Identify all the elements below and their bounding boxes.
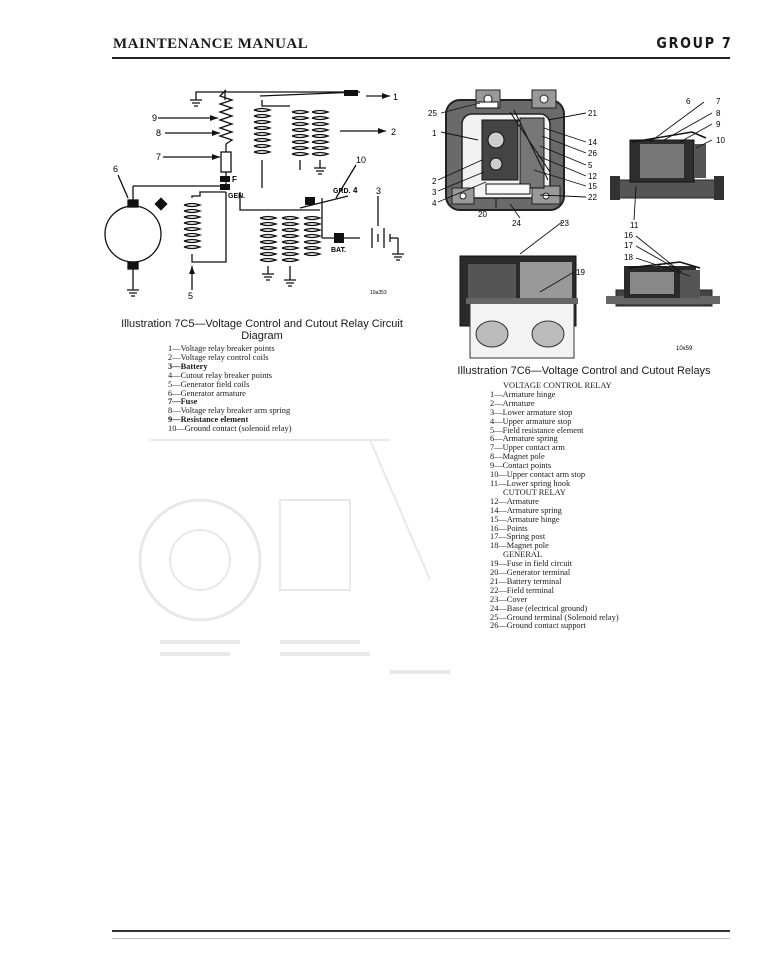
callout-r11: 11 [630,221,639,230]
right-legend-heading: VOLTAGE CONTROL RELAY [503,381,612,390]
callout-r15: 15 [588,182,597,191]
manual-title: MAINTENANCE MANUAL [113,36,309,52]
callout-4: 4 [353,186,358,195]
left-legend-item: 3—Battery [168,361,208,371]
right-legend-item: 5—Field resistance element [490,425,584,435]
relay-cover-view [459,255,578,359]
group-number: GROUP 7 [655,34,732,52]
callout-r20: 20 [478,210,487,219]
right-legend-item: 14—Armature spring [490,505,562,515]
callout-r1: 1 [432,129,437,138]
callout-5: 5 [188,291,193,301]
callout-r24: 24 [512,219,521,228]
right-legend-item: 23—Cover [490,594,528,604]
bat-terminal-label: BAT. [331,247,346,254]
footer-rule-thin [112,938,730,939]
callout-r23: 23 [560,219,569,228]
left-legend-item: 6—Generator armature [168,388,246,398]
right-caption: Illustration 7C6—Voltage Control and Cut… [457,365,711,377]
callout-r21: 21 [588,109,597,118]
callout-r9: 9 [716,120,721,129]
callout-r5: 5 [588,161,593,170]
callout-r14: 14 [588,138,597,147]
figure-code-right: 10x59 [676,346,693,352]
callout-8: 8 [156,128,161,138]
footer-rule [112,930,730,932]
right-legend-item: 15—Armature hinge [490,514,560,524]
callout-r18: 18 [624,253,633,262]
right-legend-item: 6—Armature spring [490,434,558,444]
right-legend-item: 12—Armature [490,496,539,506]
right-legend-item: 21—Battery terminal [490,576,562,586]
callout-r3: 3 [432,188,437,197]
callout-r2: 2 [432,177,437,186]
relay-photos: 25 1 2 3 4 21 14 26 5 12 15 22 20 24 23 … [428,89,725,359]
right-legend-item: 17—Spring post [490,532,546,542]
callout-r16: 16 [624,231,633,240]
callout-9: 9 [152,113,157,123]
callout-3: 3 [376,186,381,196]
grd-terminal-label: GRD. [333,188,351,195]
callout-r26: 26 [588,149,597,158]
right-legend-item: 22—Field terminal [490,585,554,595]
left-legend-item: 1—Voltage relay breaker points [168,344,275,353]
callout-10: 10 [356,155,366,165]
right-legend-item: 3—Lower armature stop [490,407,573,417]
callout-r22: 22 [588,193,597,202]
right-legend-item: 24—Base (electrical ground) [490,603,588,613]
callout-r19: 19 [576,268,585,277]
right-legend-item: 26—Ground contact support [490,621,586,631]
right-legend-item: 20—Generator terminal [490,568,571,578]
left-legend-item: 8—Voltage relay breaker arm spring [168,406,291,416]
right-legend-heading: CUTOUT RELAY [503,487,566,497]
relay-side-view-1 [610,131,724,200]
right-legend-item: 10—Upper contact arm stop [490,470,586,480]
right-legend-item: 11—Lower spring hook [490,478,571,488]
right-legend-item: 1—Armature hinge [490,389,556,399]
field-terminal-label: F [232,175,237,184]
left-legend-item: 4—Cutout relay breaker points [168,370,272,380]
right-legend-item: 9—Contact points [490,461,552,471]
right-legend-item: 2—Armature [490,398,535,408]
callout-r4: 4 [432,199,437,208]
callout-r10: 10 [716,136,725,145]
left-legend-item: 10—Ground contact (solenoid relay) [168,424,292,434]
callout-r17: 17 [624,241,633,250]
left-legend-item: 9—Resistance element [168,415,249,425]
left-caption-line2: Diagram [241,330,283,342]
circuit-diagram: 1 2 3 4 5 6 7 8 9 10 F GEN. GRD. BAT. 10… [104,89,404,301]
callout-r7: 7 [716,97,721,106]
callout-7: 7 [156,152,161,162]
right-legend-item: 25—Ground terminal (Solenoid relay) [490,612,619,622]
left-caption-line1: Illustration 7C5—Voltage Control and Cut… [121,318,403,330]
right-legend-item: 16—Points [490,523,528,533]
right-legend-item: 18—Magnet pole [490,541,549,551]
left-legend-item: 7—Fuse [168,397,198,407]
right-legend-heading: GENERAL [503,550,543,560]
right-legend-item: 7—Upper contact arm [490,443,565,453]
relay-top-view [445,89,565,211]
callout-r12: 12 [588,172,597,181]
callout-2: 2 [391,127,396,137]
right-legend-item: 4—Upper armature stop [490,416,572,426]
header-rule [112,57,730,59]
callout-r25: 25 [428,109,437,118]
right-legend-item: 19—Fuse in field circuit [490,559,573,569]
gen-terminal-label: GEN. [228,193,245,200]
left-legend-item: 5—Generator field coils [168,379,250,389]
relay-side-view-2 [606,261,720,307]
callout-1: 1 [393,92,398,102]
left-legend-item: 2—Voltage relay control coils [168,352,269,362]
callout-r8: 8 [716,109,721,118]
callout-6: 6 [113,164,118,174]
figure-code-left: 10a353 [370,290,387,296]
right-legend-item: 8—Magnet pole [490,452,545,462]
left-caption: Illustration 7C5—Voltage Control and Cut… [112,318,412,342]
bleed-through-ghost [138,439,450,674]
callout-r6: 6 [686,97,691,106]
